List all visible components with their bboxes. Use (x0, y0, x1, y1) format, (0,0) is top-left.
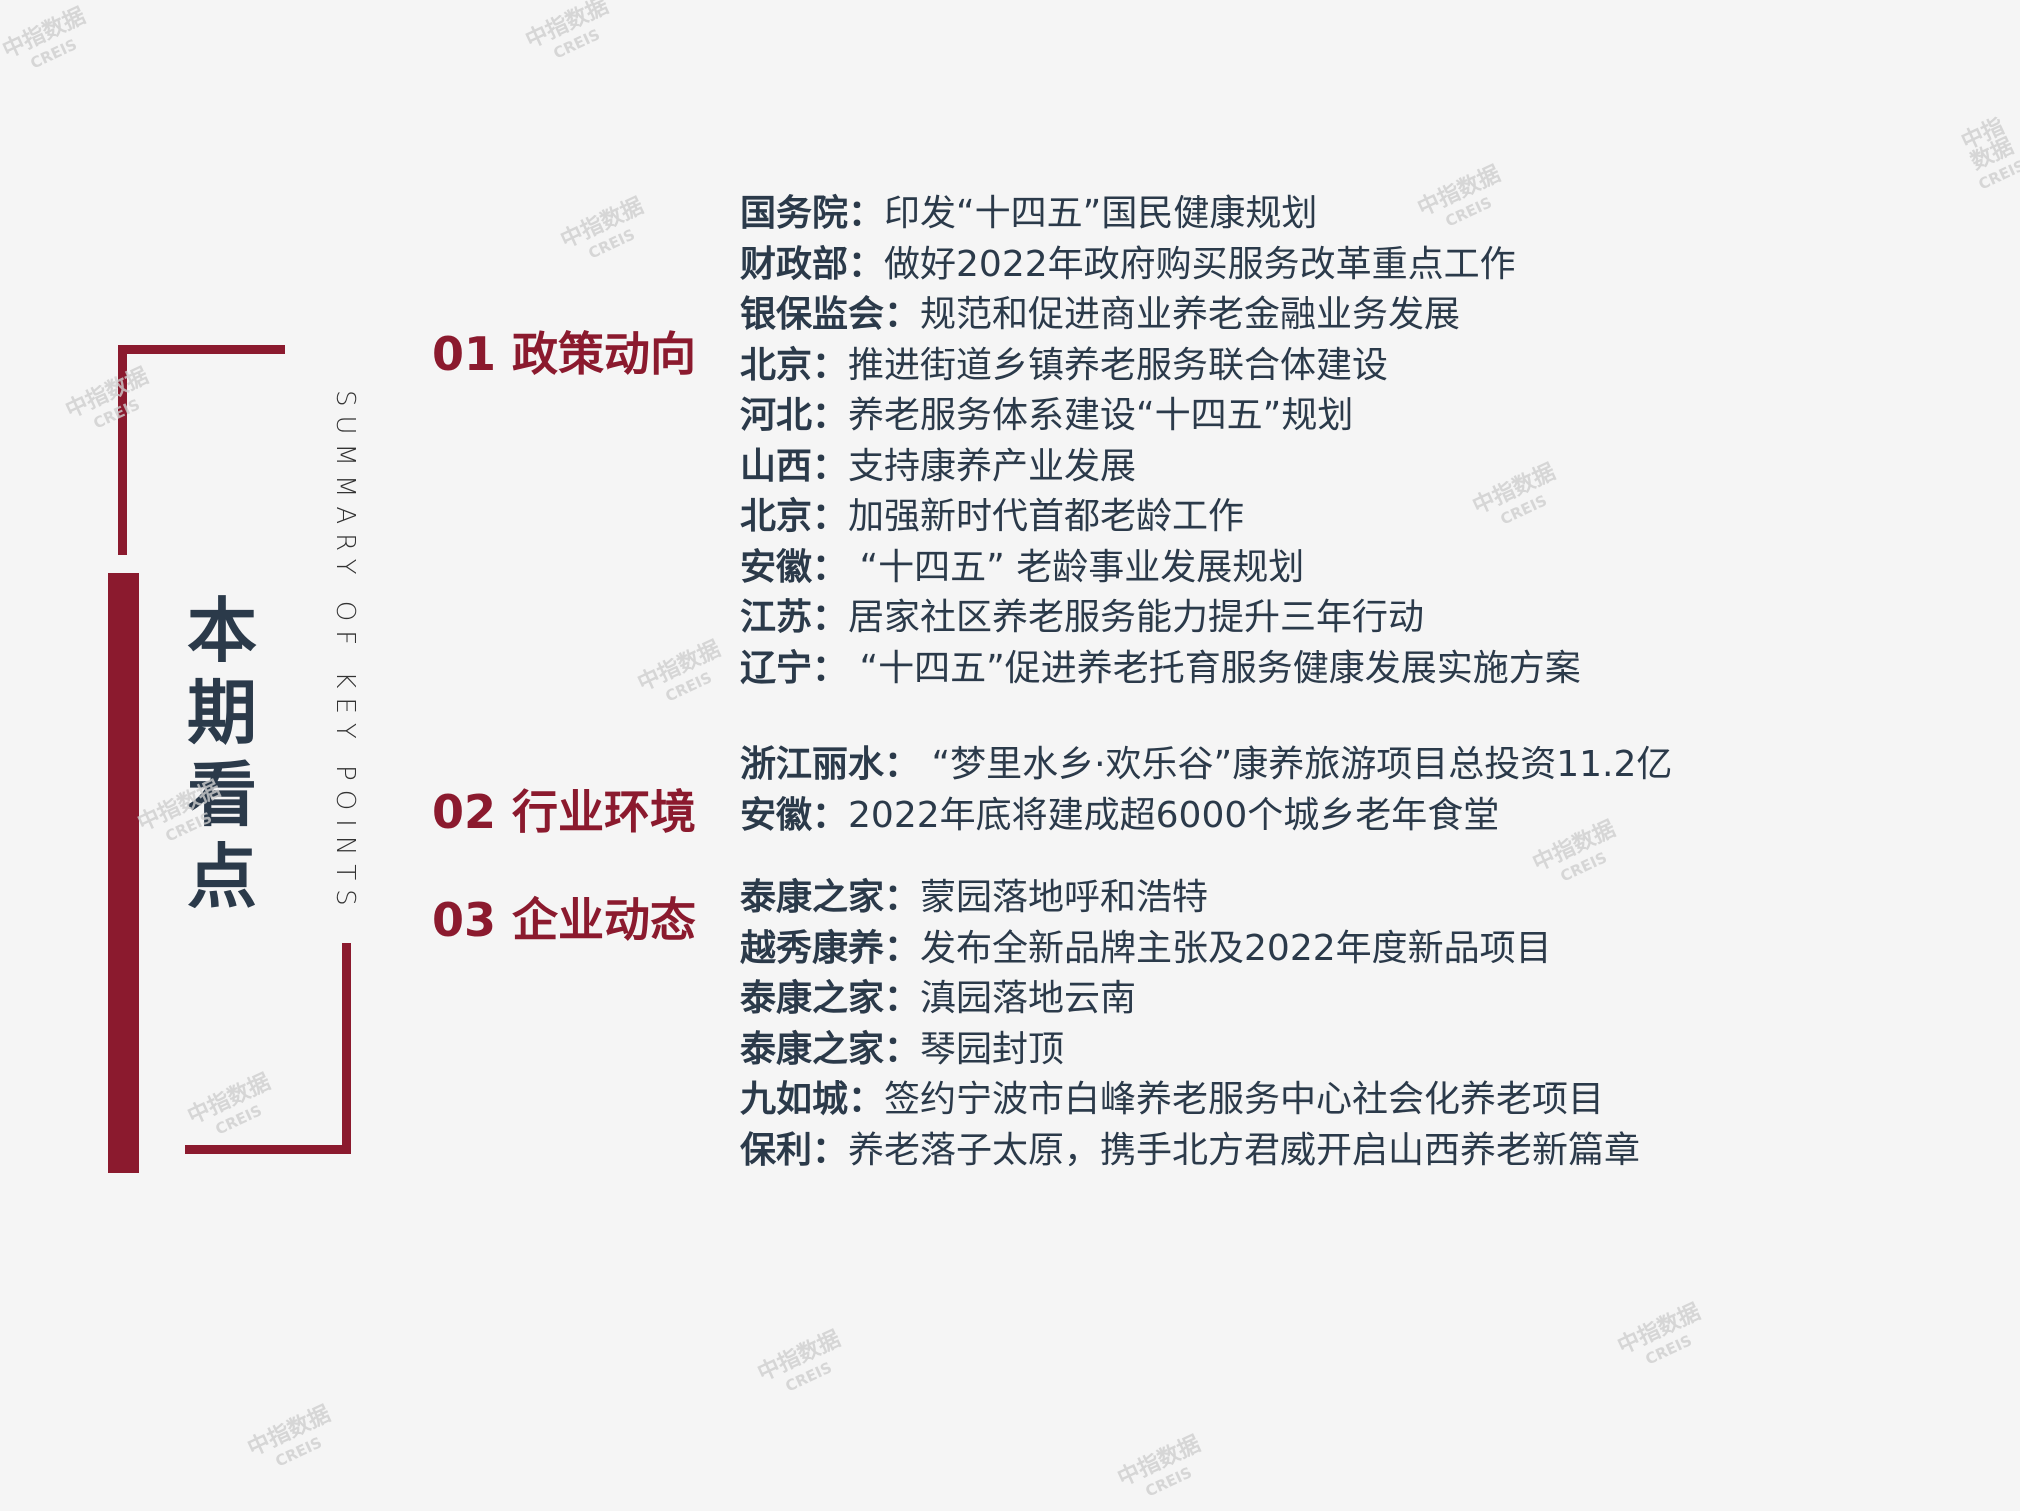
title-char: 本 (187, 590, 257, 672)
item-org: 安徽： (740, 546, 849, 588)
item-text: 蒙园落地呼和浩特 (920, 877, 1209, 918)
item-text: 支持康养产业发展 (848, 445, 1137, 487)
item-org: 泰康之家： (740, 1028, 921, 1070)
summary-subtitle: SUMMARY OF KEY POINTS (330, 390, 360, 915)
item-org: 北京： (740, 496, 849, 537)
item-text: 加强新时代首都老龄工作 (848, 496, 1245, 537)
item-text: 印发“十四五”国民健康规划 (884, 193, 1318, 234)
list-item: 九如城：签约宁波市白峰养老服务中心社会化养老项目 (740, 1075, 1640, 1126)
list-item: 辽宁： “十四五”促进养老托育服务健康发展实施方案 (740, 644, 1581, 695)
list-item: 银保监会：规范和促进商业养老金融业务发展 (740, 290, 1581, 341)
frame-bottom-right-horizontal (185, 1145, 351, 1154)
frame-top-left-vertical (118, 345, 127, 555)
item-org: 国务院： (740, 193, 885, 234)
item-org: 银保监会： (740, 294, 921, 335)
item-text: 养老落子太原，携手北方君威开启山西养老新篇章 (848, 1129, 1641, 1171)
section-label-policy: 01 政策动向 (432, 327, 697, 381)
title-char: 看 (187, 754, 257, 836)
list-item: 安徽： “十四五” 老龄事业发展规划 (740, 543, 1581, 594)
list-item: 江苏：居家社区养老服务能力提升三年行动 (740, 593, 1581, 644)
list-item: 泰康之家：滇园落地云南 (740, 974, 1640, 1025)
accent-bar (108, 573, 139, 1173)
list-item: 北京：加强新时代首都老龄工作 (740, 492, 1581, 543)
item-text: 发布全新品牌主张及2022年度新品项目 (920, 927, 1552, 969)
industry-list: 浙江丽水： “梦里水乡·欢乐谷”康养旅游项目总投资11.2亿 安徽：2022年底… (740, 740, 1672, 841)
item-org: 浙江丽水： (740, 744, 921, 785)
policy-list: 国务院：印发“十四五”国民健康规划 财政部：做好2022年政府购买服务改革重点工… (740, 189, 1581, 694)
item-org: 河北： (740, 395, 849, 436)
list-item: 越秀康养：发布全新品牌主张及2022年度新品项目 (740, 924, 1640, 975)
list-item: 浙江丽水： “梦里水乡·欢乐谷”康养旅游项目总投资11.2亿 (740, 740, 1672, 791)
list-item: 河北：养老服务体系建设“十四五”规划 (740, 391, 1581, 442)
list-item: 保利：养老落子太原，携手北方君威开启山西养老新篇章 (740, 1126, 1640, 1177)
list-item: 安徽：2022年底将建成超6000个城乡老年食堂 (740, 791, 1672, 842)
frame-top-left-horizontal (118, 345, 285, 354)
item-text: 居家社区养老服务能力提升三年行动 (848, 597, 1425, 638)
item-text: 做好2022年政府购买服务改革重点工作 (884, 243, 1516, 285)
item-org: 泰康之家： (740, 978, 921, 1019)
page-title: 本 期 看 点 (182, 590, 262, 918)
section-label-enterprise: 03 企业动态 (432, 893, 697, 947)
item-text: 规范和促进商业养老金融业务发展 (920, 294, 1461, 335)
list-item: 山西：支持康养产业发展 (740, 442, 1581, 493)
title-char: 点 (187, 836, 257, 918)
item-org: 泰康之家： (740, 877, 921, 918)
item-text: “十四五” 老龄事业发展规划 (848, 546, 1305, 588)
item-org: 保利： (740, 1129, 849, 1171)
section-label-industry: 02 行业环境 (432, 785, 697, 839)
title-char: 期 (187, 672, 257, 754)
frame-bottom-right-vertical (342, 943, 351, 1153)
item-text: 签约宁波市白峰养老服务中心社会化养老项目 (884, 1079, 1605, 1120)
list-item: 财政部：做好2022年政府购买服务改革重点工作 (740, 240, 1581, 291)
item-text: “梦里水乡·欢乐谷”康养旅游项目总投资11.2亿 (920, 744, 1673, 785)
item-text: “十四五”促进养老托育服务健康发展实施方案 (848, 647, 1581, 689)
list-item: 泰康之家：蒙园落地呼和浩特 (740, 873, 1640, 924)
item-org: 九如城： (740, 1079, 885, 1120)
item-org: 山西： (740, 445, 849, 487)
list-item: 国务院：印发“十四五”国民健康规划 (740, 189, 1581, 240)
item-org: 安徽： (740, 794, 849, 836)
item-org: 北京： (740, 344, 849, 386)
item-org: 辽宁： (740, 647, 849, 689)
item-org: 江苏： (740, 597, 849, 638)
enterprise-list: 泰康之家：蒙园落地呼和浩特 越秀康养：发布全新品牌主张及2022年度新品项目 泰… (740, 873, 1640, 1176)
item-text: 推进街道乡镇养老服务联合体建设 (848, 344, 1389, 386)
item-text: 2022年底将建成超6000个城乡老年食堂 (848, 794, 1500, 836)
list-item: 泰康之家：琴园封顶 (740, 1025, 1640, 1076)
item-text: 养老服务体系建设“十四五”规划 (848, 395, 1354, 436)
item-org: 越秀康养： (740, 927, 921, 969)
item-text: 琴园封顶 (920, 1028, 1065, 1070)
list-item: 北京：推进街道乡镇养老服务联合体建设 (740, 341, 1581, 392)
item-org: 财政部： (740, 243, 885, 285)
item-text: 滇园落地云南 (920, 978, 1137, 1019)
